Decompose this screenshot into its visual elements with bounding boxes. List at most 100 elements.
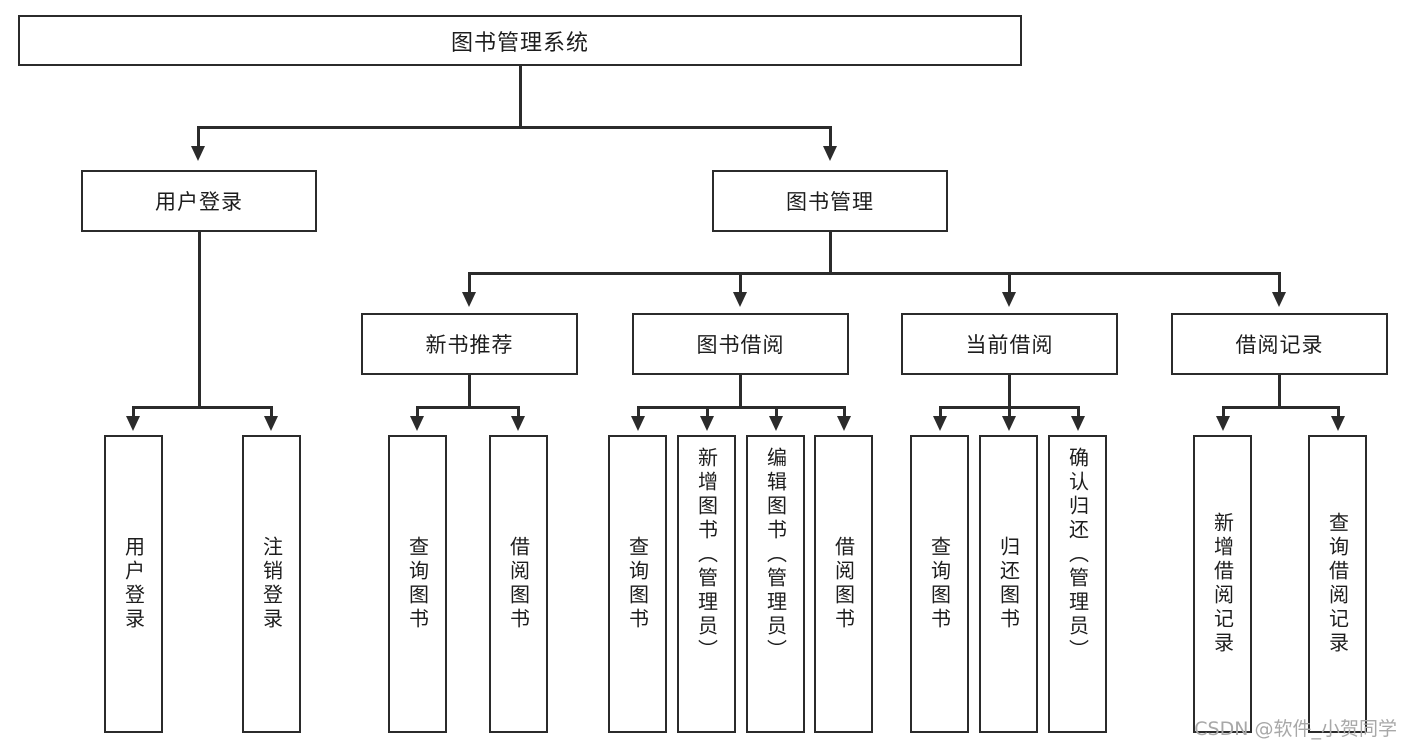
node-label: 新增借阅记录 — [1210, 512, 1235, 656]
arrow-bb-query — [631, 416, 645, 431]
arrow-bb-edit — [769, 416, 783, 431]
node-label: 查询图书 — [625, 536, 650, 632]
connector-user-login-stem — [198, 232, 201, 408]
connector-drop-current-borrow — [1008, 272, 1011, 294]
arrow-current-borrow — [1002, 292, 1016, 307]
node-label: 图书管理 — [786, 190, 874, 214]
connector-drop-nb-borrow — [517, 406, 520, 418]
arrow-borrow-records — [1272, 292, 1286, 307]
arrow-leaf-user-login — [126, 416, 140, 431]
leaf-text-wrap: 查询图书 — [912, 443, 967, 725]
leaf-nb-query-books[interactable]: 查询图书 — [388, 435, 447, 733]
leaf-text-wrap: 用户登录 — [106, 443, 161, 725]
connector-drop-bb-borrow — [843, 406, 846, 418]
connector-drop-bb-query — [637, 406, 640, 418]
arrow-cb-confirm — [1071, 416, 1085, 431]
leaf-text-wrap: 新增图书（管理员） — [679, 443, 734, 729]
leaf-text-wrap: 确认归还（管理员） — [1050, 443, 1105, 729]
connector-drop-cb-return — [1008, 406, 1011, 418]
arrow-cb-query — [933, 416, 947, 431]
leaf-bb-edit-book-admin[interactable]: 编辑图书（管理员） — [746, 435, 805, 733]
connector-root-bus — [197, 126, 831, 129]
arrow-nb-query — [410, 416, 424, 431]
connector-drop-leaf-user-login — [132, 406, 135, 418]
leaf-text-wrap: 编辑图书（管理员） — [748, 443, 803, 729]
node-label: 注销登录 — [259, 536, 284, 632]
arrow-nb-borrow — [511, 416, 525, 431]
leaf-cb-return-books[interactable]: 归还图书 — [979, 435, 1038, 733]
connector-drop-bb-edit — [775, 406, 778, 418]
connector-drop-book-borrow — [739, 272, 742, 294]
node-label: 用户登录 — [155, 190, 243, 214]
node-label: 借阅图书 — [831, 536, 856, 632]
node-current-borrow[interactable]: 当前借阅 — [901, 313, 1118, 375]
leaf-br-add-record[interactable]: 新增借阅记录 — [1193, 435, 1252, 733]
csdn-watermark: CSDN @软件_小贺同学 — [1194, 718, 1397, 740]
leaf-cb-confirm-return-admin[interactable]: 确认归还（管理员） — [1048, 435, 1107, 733]
connector-drop-borrow-records — [1278, 272, 1281, 294]
node-root-system[interactable]: 图书管理系统 — [18, 15, 1022, 66]
connector-current-borrow-stem — [1008, 375, 1011, 408]
arrow-book-borrow — [733, 292, 747, 307]
connector-book-mgmt-bus — [468, 272, 1280, 275]
node-label: 借阅图书 — [506, 536, 531, 632]
connector-drop-br-query — [1337, 406, 1340, 418]
connector-book-borrow-stem — [739, 375, 742, 408]
arrow-br-add — [1216, 416, 1230, 431]
connector-root-stem — [519, 66, 522, 128]
leaf-cb-query-books[interactable]: 查询图书 — [910, 435, 969, 733]
connector-drop-nb-query — [416, 406, 419, 418]
node-user-login[interactable]: 用户登录 — [81, 170, 317, 232]
leaf-logout[interactable]: 注销登录 — [242, 435, 301, 733]
node-label: 图书借阅 — [696, 333, 785, 357]
node-new-book-recommend[interactable]: 新书推荐 — [361, 313, 578, 375]
leaf-br-query-record[interactable]: 查询借阅记录 — [1308, 435, 1367, 733]
arrow-br-query — [1331, 416, 1345, 431]
connector-drop-book-mgmt — [829, 126, 832, 148]
node-label: 编辑图书（管理员） — [763, 447, 788, 663]
connector-drop-new-books — [468, 272, 471, 294]
arrow-cb-return — [1002, 416, 1016, 431]
leaf-user-login[interactable]: 用户登录 — [104, 435, 163, 733]
node-label: 新书推荐 — [425, 333, 514, 357]
node-label: 新增图书（管理员） — [694, 447, 719, 663]
connector-drop-cb-confirm — [1077, 406, 1080, 418]
arrow-new-books — [462, 292, 476, 307]
arrow-bb-add — [700, 416, 714, 431]
leaf-text-wrap: 借阅图书 — [816, 443, 871, 725]
connector-new-books-bus — [416, 406, 519, 409]
arrow-leaf-logout — [264, 416, 278, 431]
node-book-borrow[interactable]: 图书借阅 — [632, 313, 849, 375]
leaf-text-wrap: 借阅图书 — [491, 443, 546, 725]
node-label: 用户登录 — [121, 536, 146, 632]
arrow-book-mgmt — [823, 146, 837, 161]
connector-borrow-records-stem — [1278, 375, 1281, 408]
node-label: 查询借阅记录 — [1325, 512, 1350, 656]
node-label: 图书管理系统 — [450, 30, 589, 56]
leaf-text-wrap: 注销登录 — [244, 443, 299, 725]
node-book-management[interactable]: 图书管理 — [712, 170, 948, 232]
leaf-bb-add-book-admin[interactable]: 新增图书（管理员） — [677, 435, 736, 733]
connector-drop-user-login — [197, 126, 200, 148]
leaf-text-wrap: 查询图书 — [610, 443, 665, 725]
leaf-nb-borrow-books[interactable]: 借阅图书 — [489, 435, 548, 733]
node-label: 当前借阅 — [965, 333, 1054, 357]
leaf-text-wrap: 归还图书 — [981, 443, 1036, 725]
connector-user-login-bus — [132, 406, 270, 409]
node-label: 查询图书 — [405, 536, 430, 632]
connector-drop-br-add — [1222, 406, 1225, 418]
node-label: 借阅记录 — [1235, 333, 1324, 357]
node-borrow-records[interactable]: 借阅记录 — [1171, 313, 1388, 375]
leaf-bb-query-books[interactable]: 查询图书 — [608, 435, 667, 733]
connector-book-borrow-bus — [637, 406, 845, 409]
connector-drop-cb-query — [939, 406, 942, 418]
arrow-user-login — [191, 146, 205, 161]
connector-drop-leaf-logout — [270, 406, 273, 418]
connector-book-mgmt-stem — [829, 232, 832, 274]
leaf-text-wrap: 查询借阅记录 — [1310, 443, 1365, 725]
leaf-text-wrap: 新增借阅记录 — [1195, 443, 1250, 725]
connector-borrow-records-bus — [1222, 406, 1339, 409]
connector-new-books-stem — [468, 375, 471, 408]
leaf-bb-borrow-books[interactable]: 借阅图书 — [814, 435, 873, 733]
